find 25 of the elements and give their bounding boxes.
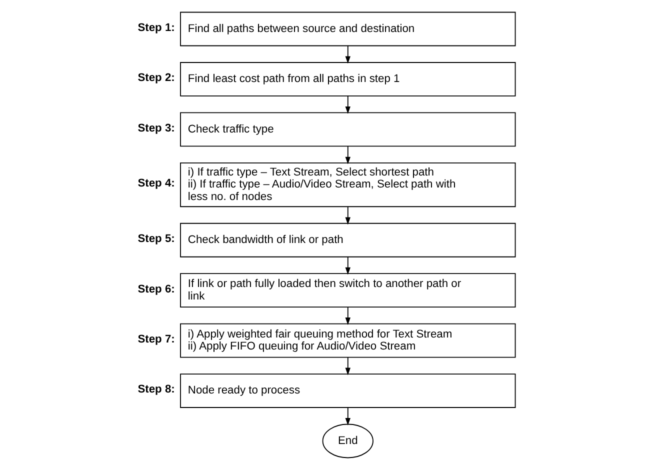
arrow [344,256,350,275]
node-box: i) If traffic type – Text Stream, Select shortest path ii) If traffic type – Audio/Video Stream, Select path with less no. of nodes [180,162,516,208]
node-label: Step 4: [137,178,174,190]
node-label: Step 7: [137,334,174,346]
node-box: Find least cost path from all paths in step 1 [180,62,516,96]
node-label: Step 2: [137,72,174,84]
node-box: Node ready to process [180,374,516,408]
arrow [344,146,350,164]
arrow [344,356,350,376]
node-label: Step 3: [137,122,174,134]
node-box: Check traffic type [180,112,516,147]
node-box: If link or path fully loaded then switch to another path or link [180,273,516,308]
arrow [344,407,350,426]
node-box: Find all paths between source and destination [180,12,516,46]
arrow [344,45,350,64]
node-box: Check bandwidth of link or path [180,222,516,258]
node-box: i) Apply weighted fair queuing method for Text Stream ii) Apply FIFO queuing for Audio/Video Stream [180,323,516,358]
node-label: Step 5: [137,233,174,246]
node-label: Step 8: [137,384,174,396]
arrow [344,206,350,225]
node-ellipse: End [322,424,373,458]
node-label: Step 1: [137,22,174,34]
arrow [344,306,350,325]
node-label: Step 6: [137,283,174,296]
arrow [344,96,350,114]
